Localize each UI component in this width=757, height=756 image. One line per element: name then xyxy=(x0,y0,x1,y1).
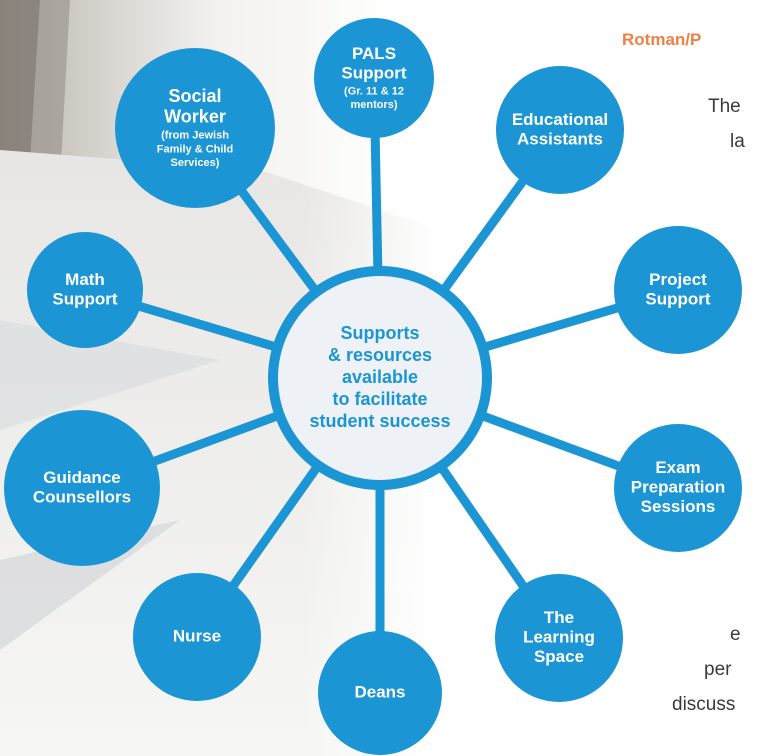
node-label: Social xyxy=(168,86,221,106)
body-text-fragment: la xyxy=(730,131,745,152)
node-label: Counsellors xyxy=(33,487,131,506)
node-circle xyxy=(318,631,442,755)
node-label: Exam xyxy=(655,458,700,477)
node-label: Educational xyxy=(512,110,608,129)
node-circle xyxy=(115,48,275,208)
node-circle xyxy=(133,573,261,701)
node-label: Preparation xyxy=(631,478,725,497)
node-sublabel: mentors) xyxy=(350,99,397,111)
node-circle xyxy=(496,66,624,194)
node-sublabel: (from Jewish xyxy=(161,130,229,142)
node-deans: Deans xyxy=(318,631,442,755)
node-label: Worker xyxy=(164,107,226,127)
node-label: Learning xyxy=(523,628,595,647)
node-label: Math xyxy=(65,270,105,289)
node-nurse: Nurse xyxy=(133,573,261,701)
node-label: Project xyxy=(649,270,707,289)
node-label: Nurse xyxy=(173,627,221,646)
node-label: PALS xyxy=(352,44,396,63)
node-label: Support xyxy=(341,64,406,83)
node-label: Support xyxy=(645,289,710,308)
node-circle xyxy=(614,424,742,552)
node-circle xyxy=(314,18,434,138)
hub-label: to facilitate xyxy=(332,389,427,409)
node-label: Space xyxy=(534,647,584,666)
hub-label: student success xyxy=(309,411,450,431)
node-circle xyxy=(4,410,160,566)
node-label: The xyxy=(544,608,574,627)
hub-label: available xyxy=(342,367,418,387)
node-sublabel: Services) xyxy=(171,157,220,169)
node-circle xyxy=(27,232,143,348)
node-label: Assistants xyxy=(517,129,603,148)
node-label: Support xyxy=(52,289,117,308)
node-circle xyxy=(495,574,623,702)
node-label: Guidance xyxy=(43,468,120,487)
node-label: Sessions xyxy=(641,497,716,516)
node-sublabel: Family & Child xyxy=(157,143,233,155)
hub-circle xyxy=(278,276,482,480)
hub-label: & resources xyxy=(328,345,432,365)
node-label: Deans xyxy=(354,683,405,702)
body-text-fragment: per xyxy=(704,659,732,680)
node-sublabel: (Gr. 11 & 12 xyxy=(344,85,404,97)
body-text-fragment: discuss xyxy=(672,694,736,715)
hub-label: Supports xyxy=(341,323,420,343)
body-text-fragment: e xyxy=(730,624,741,645)
body-text-fragment: The xyxy=(708,96,741,117)
section-heading: Rotman/P xyxy=(622,30,702,49)
node-circle xyxy=(614,226,742,354)
